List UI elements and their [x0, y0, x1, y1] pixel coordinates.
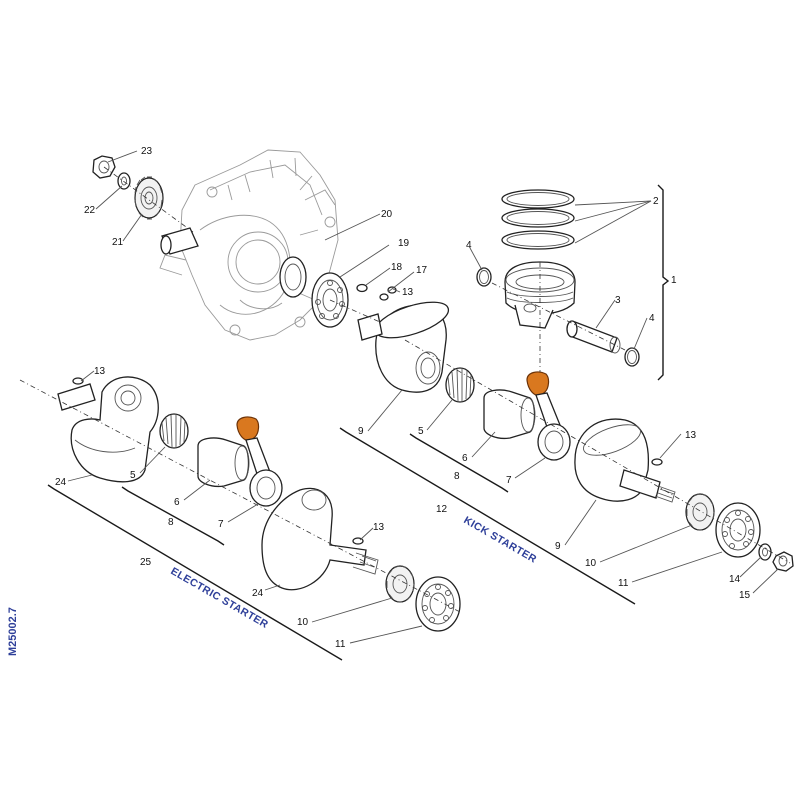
crank-web-24-upper	[57, 376, 159, 483]
document-code: M25002.7	[7, 607, 19, 656]
callout-4-left: 4	[466, 240, 472, 251]
callout-24-upper: 24	[55, 477, 67, 488]
bearing-cage-5-left	[159, 413, 189, 449]
callout-7-right: 7	[506, 475, 512, 486]
callout-15: 15	[739, 590, 751, 601]
callout-22: 22	[84, 205, 96, 216]
callout-labels: 1 2 3 4 4 5 5 6 6 7 7 8 8 9 9 10 10 11 1…	[55, 146, 751, 650]
callout-3: 3	[615, 295, 621, 306]
key-13-right	[651, 458, 663, 466]
callout-6-left: 6	[174, 497, 180, 508]
callout-25: 25	[140, 557, 152, 568]
key-13-left-upper	[72, 377, 84, 385]
callout-19: 19	[398, 238, 410, 249]
crank-pin-6-right	[483, 389, 536, 440]
group-brackets	[47, 427, 636, 661]
callout-13-left: 13	[94, 366, 106, 377]
nut-15	[772, 551, 794, 572]
callout-9-upper: 9	[358, 426, 364, 437]
callout-24-lower: 24	[252, 588, 264, 599]
callout-21: 21	[112, 237, 124, 248]
snap-ring-4-right	[624, 347, 640, 367]
callout-11-right: 11	[618, 578, 629, 589]
connecting-rod-7-right	[526, 371, 571, 461]
bearing-11-right	[715, 502, 761, 558]
callout-13-right: 13	[685, 430, 697, 441]
callout-8-left: 8	[168, 517, 174, 528]
callout-1: 1	[671, 275, 677, 286]
callout-8-right: 8	[454, 471, 460, 482]
callout-13-lower: 13	[373, 522, 385, 533]
bearing-cage-5-right	[445, 367, 475, 403]
callout-23: 23	[141, 146, 153, 157]
leader-lines	[67, 150, 779, 644]
callout-18: 18	[391, 262, 403, 273]
callout-5-right: 5	[418, 426, 424, 437]
crank-pin-6-left	[197, 437, 250, 488]
callout-11-left: 11	[335, 639, 346, 650]
callout-10-right: 10	[585, 558, 597, 569]
callout-13-top: 13	[402, 287, 414, 298]
snap-ring-4-left	[476, 267, 492, 287]
piston-rings-2	[501, 189, 575, 250]
callout-12: 12	[436, 504, 448, 515]
callout-2: 2	[653, 196, 659, 207]
washer-22	[117, 172, 131, 190]
callout-6-right: 6	[462, 453, 468, 464]
bearing-11-left	[415, 576, 461, 632]
center-lines	[19, 166, 791, 613]
crank-web-24-lower	[261, 487, 379, 591]
pin-17	[379, 293, 389, 301]
shaft-stub	[160, 227, 199, 255]
oil-seal-20	[279, 256, 307, 298]
callout-17: 17	[416, 265, 428, 276]
crank-web-9-upper	[357, 301, 450, 393]
gear-10-left	[385, 565, 415, 603]
ring-18	[356, 283, 368, 293]
callout-20: 20	[381, 209, 393, 220]
callout-14: 14	[729, 574, 741, 585]
callout-10-left: 10	[297, 617, 309, 628]
crank-web-9-lower	[574, 418, 676, 503]
callout-7-left: 7	[218, 519, 224, 530]
gear-10-right	[685, 493, 715, 531]
callout-5-left: 5	[130, 470, 136, 481]
callout-9-lower: 9	[555, 541, 561, 552]
gear-21	[134, 176, 164, 220]
connecting-rod-7-left	[236, 416, 283, 507]
crankcase	[159, 149, 339, 341]
bracket-1	[657, 184, 670, 381]
callout-4-right: 4	[649, 313, 655, 324]
piston-pin-3	[566, 320, 621, 354]
